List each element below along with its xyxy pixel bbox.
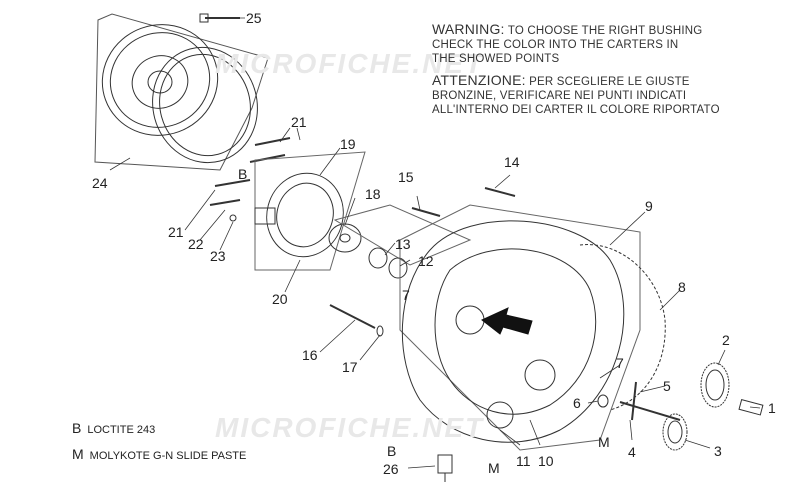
bearing bbox=[388, 257, 408, 279]
pump-cover bbox=[266, 172, 344, 258]
warning-it: ATTENZIONE: PER SCEGLIERE LE GIUSTE BRON… bbox=[432, 72, 720, 116]
callout-17: 17 bbox=[342, 359, 358, 375]
attention-heading: ATTENZIONE: bbox=[432, 72, 526, 88]
callout-m-bottom: M bbox=[488, 460, 500, 476]
legend-text-b: LOCTITE 243 bbox=[87, 424, 156, 436]
callout-b-top: B bbox=[238, 166, 248, 182]
callout-19: 19 bbox=[340, 136, 356, 152]
crankcase-group bbox=[399, 204, 641, 451]
callout-9: 9 bbox=[645, 198, 653, 214]
impeller bbox=[328, 223, 362, 253]
callout-2: 2 bbox=[722, 332, 730, 348]
callout-4: 4 bbox=[628, 444, 636, 460]
pump-cover-group bbox=[254, 151, 366, 271]
callout-21-top: 21 bbox=[291, 114, 307, 130]
legend-symbol-m: M bbox=[72, 446, 84, 462]
cover-gasket bbox=[152, 46, 258, 164]
callout-20: 20 bbox=[272, 291, 288, 307]
legend-text-m: MOLYKOTE G-N SLIDE PASTE bbox=[89, 450, 247, 462]
callout-5: 5 bbox=[663, 378, 671, 394]
callout-25: 25 bbox=[246, 10, 262, 26]
crankcase-half bbox=[401, 220, 625, 443]
callout-10: 10 bbox=[538, 453, 554, 469]
seal bbox=[368, 247, 388, 269]
cover-group-outline bbox=[94, 13, 269, 171]
callout-b-bottom: B bbox=[387, 443, 397, 459]
watermark-bottom: MICROFICHE.NET bbox=[215, 412, 485, 443]
callout-7-top: 7 bbox=[402, 287, 410, 303]
callout-18: 18 bbox=[365, 186, 381, 202]
callout-12: 12 bbox=[418, 253, 434, 269]
callout-24: 24 bbox=[92, 175, 108, 191]
callout-11: 11 bbox=[516, 453, 531, 469]
gear-small bbox=[662, 413, 688, 451]
callout-26: 26 bbox=[383, 461, 399, 477]
legend-molykote: M MOLYKOTE G-N SLIDE PASTE bbox=[72, 446, 246, 462]
warning-en: WARNING: TO CHOOSE THE RIGHT BUSHING CHE… bbox=[432, 21, 703, 65]
legend-symbol-b: B bbox=[72, 420, 82, 436]
check-point-arrow bbox=[481, 307, 533, 335]
gear-large bbox=[700, 362, 730, 408]
callout-14: 14 bbox=[504, 154, 520, 170]
callout-7-bottom: 7 bbox=[616, 355, 624, 371]
warning-heading: WARNING: bbox=[432, 21, 505, 37]
callout-m-right: M bbox=[598, 434, 610, 450]
callout-8: 8 bbox=[678, 279, 686, 295]
watermark-top: MICROFICHE.NET bbox=[215, 48, 485, 79]
callout-22: 22 bbox=[188, 236, 204, 252]
crankcase-gasket bbox=[579, 244, 666, 411]
callout-1: 1 bbox=[768, 400, 776, 416]
legend-loctite: B LOCTITE 243 bbox=[72, 420, 155, 436]
callout-16: 16 bbox=[302, 347, 318, 363]
callout-13: 13 bbox=[395, 236, 411, 252]
outer-cover bbox=[101, 24, 219, 136]
callout-15: 15 bbox=[398, 169, 414, 185]
callout-21-bottom: 21 bbox=[168, 224, 184, 240]
callout-23: 23 bbox=[210, 248, 226, 264]
callout-3: 3 bbox=[714, 443, 722, 459]
callout-6: 6 bbox=[573, 395, 581, 411]
